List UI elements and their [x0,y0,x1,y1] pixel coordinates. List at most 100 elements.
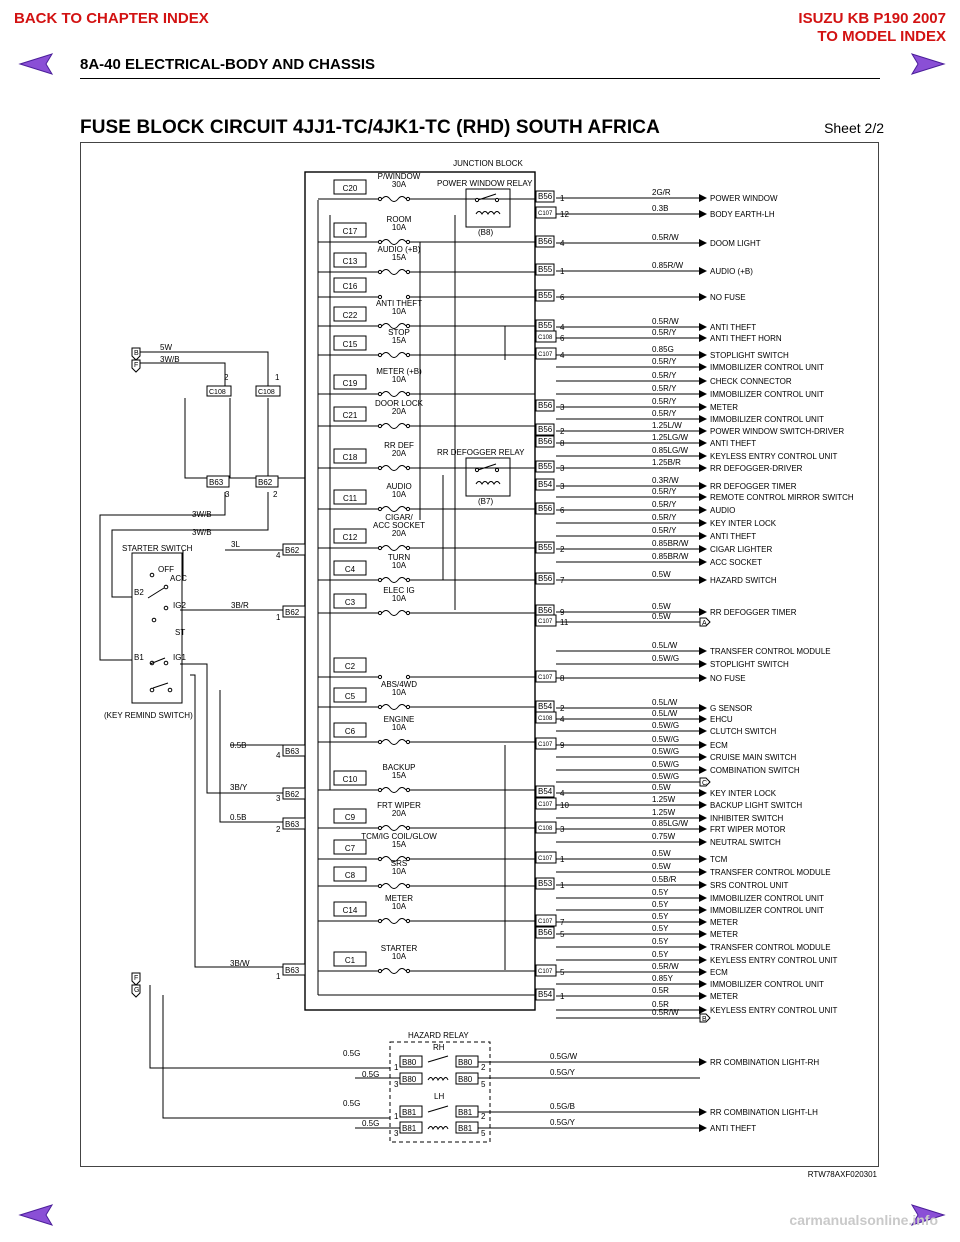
hazard-wire-label: 0.5G/W [550,1052,578,1061]
diagram-frame [80,142,879,1167]
power-window-relay-ref: (B8) [478,228,493,237]
output-destination-label: BODY EARTH-LH [710,210,775,219]
fuse-connector-label: C15 [343,340,358,349]
output-wire-label: 0.5R/W [652,317,679,326]
output-connector-label: B56 [538,928,553,937]
svg-text:2: 2 [276,825,281,834]
fuse-connector-label: C10 [343,775,358,784]
output-wire-label: 0.3B [652,204,668,213]
output-destination-label: ANTI THEFT [710,532,756,541]
svg-text:3W/B: 3W/B [192,510,212,519]
fuse-name-label: TCM/IG COIL/GLOW [361,832,437,841]
fuse-name-label: ROOM [387,215,412,224]
hazard-output-circuit: 0.5G/BRR COMBINATION LIGHT-LH [478,1102,818,1117]
output-wire-label: 0.5R/Y [652,397,677,406]
svg-text:3: 3 [394,1080,399,1089]
fuse-amp-label: 10A [392,375,407,384]
output-circuit: B5430.3R/WRR DEFOGGER TIMER [535,476,797,491]
output-wire-label: 1.25L/W [652,421,682,430]
prev-page-arrow-bottom-icon[interactable] [18,1203,54,1227]
output-wire-label: 0.5L/W [652,698,678,707]
output-wire-label: 0.5R/Y [652,328,677,337]
output-wire-label: 1.25LG/W [652,433,688,442]
output-wire-label: 0.5W [652,783,671,792]
next-page-arrow-icon[interactable] [910,52,946,76]
output-wire-label: 0.5W [652,570,671,579]
svg-text:B63: B63 [285,820,300,829]
output-circuit: C1078NO FUSE [535,670,746,683]
fuse-amp-label: 10A [392,902,407,911]
output-destination-label: KEYLESS ENTRY CONTROL UNIT [710,1006,838,1015]
svg-text:B81: B81 [402,1108,417,1117]
output-destination-label: IMMOBILIZER CONTROL UNIT [710,906,824,915]
output-connector-label: B56 [538,574,553,583]
rr-defogger-relay: RR DEFOGGER RELAY (B7) [437,448,525,506]
output-wire-label: 0.5R/W [652,1008,679,1017]
output-wire-label: 0.5W/G [652,747,679,756]
svg-text:B62: B62 [285,790,300,799]
output-destination-label: NO FUSE [710,293,746,302]
output-wire-label: 0.5R/Y [652,500,677,509]
output-wire-label: 0.5W [652,862,671,871]
output-wire-label: 2G/R [652,188,671,197]
output-wire-label: 0.5W [652,612,671,621]
output-destination-label: IMMOBILIZER CONTROL UNIT [710,390,824,399]
output-wire-label: 0.85BR/W [652,539,689,548]
output-destination-label: TRANSFER CONTROL MODULE [710,868,831,877]
sheet-number: Sheet 2/2 [824,120,884,136]
fuse-name-label: METER (+B) [376,367,422,376]
output-connector-label: C108 [538,716,553,722]
prev-page-arrow-icon[interactable] [18,52,54,76]
output-wire-label: 0.5W [652,602,671,611]
output-connector-label: B55 [538,291,553,300]
starter-b1: B1 [134,653,144,662]
output-connector-label: B54 [538,480,553,489]
output-wire-label: 0.5L/W [652,709,678,718]
fuse-amp-label: 30A [392,180,407,189]
diagram-reference-code: RTW78AXF020301 [807,1170,877,1179]
output-connector-label: C107 [538,619,553,625]
junction-block-outline [304,171,536,1011]
output-destination-label: CHECK CONNECTOR [710,377,792,386]
output-wire-label: 0.5W/G [652,721,679,730]
hazard-relay-rh: RH [433,1043,445,1052]
hazard-wire-label: 0.5G/Y [550,1118,576,1127]
output-destination-label: KEY INTER LOCK [710,519,777,528]
svg-text:B: B [134,350,139,357]
output-destination-label: REMOTE CONTROL MIRROR SWITCH [710,493,854,502]
next-page-arrow-bottom-icon[interactable] [910,1203,946,1227]
output-connector-label: C108 [538,826,553,832]
svg-text:2: 2 [224,373,229,382]
svg-text:5: 5 [481,1129,486,1138]
output-offpage-label: C [702,780,707,787]
output-wire-label: 0.5W/G [652,654,679,663]
svg-text:B62: B62 [285,608,300,617]
fuse-connector-label: C16 [343,282,358,291]
model-index-link[interactable]: ISUZU KB P190 2007 TO MODEL INDEX [798,10,946,46]
starter-pos-st: ST [175,628,185,637]
output-wire-label: 1.25B/R [652,458,681,467]
svg-text:3L: 3L [231,540,240,549]
back-to-chapter-index-link[interactable]: BACK TO CHAPTER INDEX [14,10,209,27]
starter-switch: STARTER SWITCH OFF ACC IG2 ST IG1 B2 B1 … [104,544,193,720]
output-destination-label: KEYLESS ENTRY CONTROL UNIT [710,452,838,461]
output-connector-label: B55 [538,321,553,330]
